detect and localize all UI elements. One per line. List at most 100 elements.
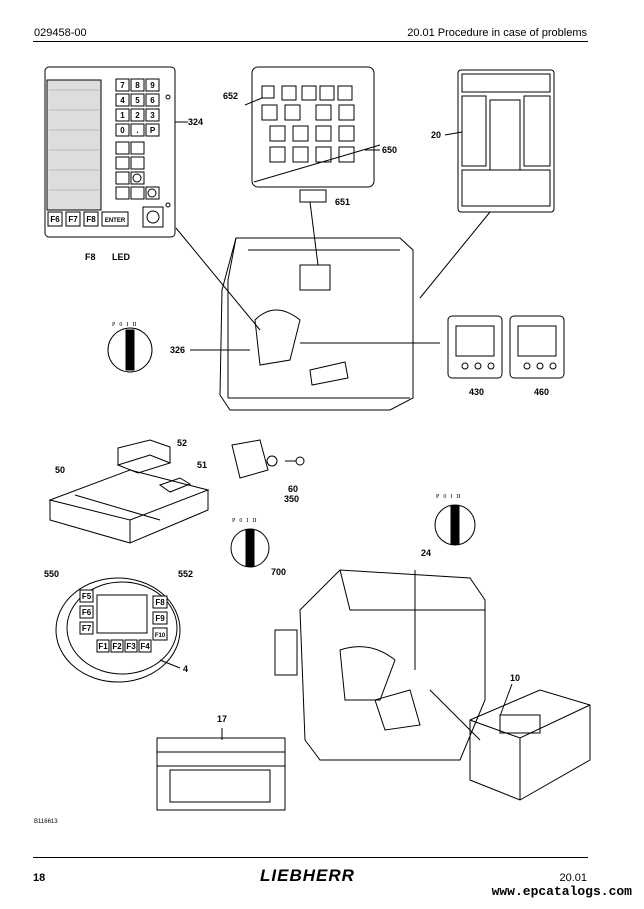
callout-led: LED [112,252,130,262]
display-key-f2: F2 [110,639,124,653]
section-title: 20.01 Procedure in case of problems [407,27,587,39]
figure-reference: B116613 [34,819,58,825]
callout-700: 700 [271,567,287,577]
cab-3d [274,569,486,761]
display-key-f8-right: F8 [152,595,168,609]
keypad-key-9: 9 [145,78,160,92]
display-key-f1-label: F1 [98,642,108,651]
keypad-key-3-label: 3 [150,111,155,120]
callout-350: 350 [284,494,300,504]
callout-50: 50 [55,465,66,475]
cab-drawing [175,227,440,411]
callout-51: 51 [197,460,208,470]
keypad-key-7: 7 [115,78,130,92]
display-key-f9-right: F9 [152,611,168,625]
display-key-f1: F1 [96,639,110,653]
keypad-key-1-label: 1 [120,111,125,120]
keypad-key-4: 4 [115,93,130,107]
key-switch-position-label: 0 [443,494,447,500]
display-key-f3-label: F3 [126,642,136,651]
callout-326: 326 [170,345,186,355]
keypad-keys: 7 8 9 4 5 6 1 2 3 0. P F6 F7 F8 ENTER [47,78,160,227]
keypad-key-3: 3 [145,108,160,122]
key-switch-position-label: I [450,494,453,500]
key-switch-position-label: P [232,518,236,524]
keypad-key-5-label: 5 [135,96,140,105]
callout-552: 552 [178,569,194,579]
keypad-key-4-label: 4 [120,96,125,105]
display-key-f9-right-label: F9 [155,614,165,623]
key-switch-position-label: II [456,494,461,500]
keypad-key-dot-label: . [136,126,138,135]
header-rule [33,41,588,42]
display-key-f7: F7 [79,621,94,635]
callout-4: 4 [183,664,189,674]
key-switch-position-label: 0 [239,518,243,524]
display-key-f5: F5 [79,589,94,603]
key-switch-position-label: P [112,322,116,328]
doc-number: 029458-00 [34,27,87,39]
callout-f8: F8 [85,252,96,262]
callout-650: 650 [382,145,398,155]
keypad-key-8: 8 [130,78,145,92]
keypad-key-5: 5 [130,93,145,107]
brand-logo: LIEBHERR [260,866,355,885]
keypad-key-2: 2 [130,108,145,122]
keypad-key-2-label: 2 [135,111,140,120]
key-switch-position-label: P [436,494,440,500]
keypad-key-8-label: 8 [135,81,140,90]
keypad-fkey-enter: ENTER [101,211,129,227]
keypad-key-dot: . [130,123,145,137]
callout-20: 20 [431,130,442,140]
callout-652: 652 [223,91,239,101]
callout-460: 460 [534,387,550,397]
keypad-324-unit: 7 8 9 4 5 6 1 2 3 0. P F6 F7 F8 ENTER [44,66,188,238]
display-key-f6-label: F6 [82,608,92,617]
footer-section: 20.01 [559,872,587,884]
keypad-fkey-f8-label: F8 [86,215,96,224]
overhead-panel [244,66,381,266]
relay-panel-17 [156,728,286,811]
keypad-fkey-f8: F8 [83,211,99,227]
keypad-icon-keys [115,141,160,200]
callout-60: 60 [288,484,299,494]
display-key-f2-label: F2 [112,642,122,651]
key-switch-right [434,504,476,546]
callout-550: 550 [44,569,60,579]
callout-430: 430 [469,387,485,397]
keypad-key-9-label: 9 [150,81,155,90]
key-switch-700 [230,528,270,568]
keypad-key-7-label: 7 [120,81,125,90]
keypad-key-P: P [145,123,160,137]
page-number: 18 [33,872,46,884]
display-key-f10-right: F10 [152,627,168,641]
keypad-key-0: 0 [115,123,130,137]
callout-324: 324 [188,117,204,127]
display-key-f3: F3 [124,639,138,653]
key-switch-position-label: II [252,518,257,524]
key-switch-position-label: I [246,518,249,524]
callout-17: 17 [217,714,228,724]
callout-651: 651 [335,197,351,207]
key-60 [231,439,305,479]
keypad-fkey-f7-label: F7 [68,215,78,224]
display-key-f5-label: F5 [82,592,92,601]
keypad-fkey-f6: F6 [47,211,63,227]
electrical-box-20 [419,69,555,299]
keypad-key-0-label: 0 [120,126,125,135]
callout-10: 10 [510,673,521,683]
display-key-f6: F6 [79,605,94,619]
keypad-fkey-f6-label: F6 [50,215,60,224]
display-key-f10-right-label: F10 [155,633,166,639]
callout-24: 24 [421,548,432,558]
keypad-key-P-label: P [150,126,156,135]
keypad-key-6-label: 6 [150,96,155,105]
key-switch-position-label: II [132,322,137,328]
keypad-key-1: 1 [115,108,130,122]
display-units [447,315,565,379]
key-switch-position-label: I [126,322,129,328]
keypad-key-6: 6 [145,93,160,107]
